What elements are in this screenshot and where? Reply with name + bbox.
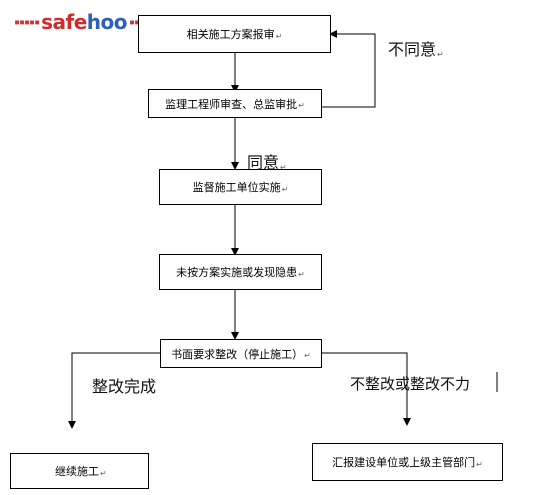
box-rectify-text: 书面要求整改（停止施工） [171, 347, 304, 361]
box-rectify: 书面要求整改（停止施工）↵ [160, 339, 322, 368]
box-submit-plan: 相关施工方案报审↵ [138, 15, 331, 53]
box-issue-found: 未按方案实施或发现隐患↵ [159, 254, 322, 290]
box-implement: 监督施工单位实施↵ [159, 169, 322, 205]
label-agree-text: 同意 [247, 153, 280, 172]
box-report: 汇报建设单位或上级主管部门↵ [312, 443, 503, 481]
arrow-disagree-loop [322, 33, 376, 108]
edit-mark: ↵ [476, 459, 483, 469]
box-continue-text: 继续施工 [55, 465, 99, 478]
logo-dots-right: ▪▪▪ [129, 16, 145, 28]
arrow-rectify-to-continue [68, 352, 160, 429]
logo-brand: safehoo [41, 10, 127, 34]
label-rectified: 整改完成 [92, 373, 156, 397]
box-implement-text: 监督施工单位实施 [192, 181, 281, 194]
edit-mark: ↵ [100, 468, 107, 478]
box-issue-found-text: 未按方案实施或发现隐患 [176, 266, 298, 279]
label-not-rectified: 不整改或整改不力 [350, 373, 470, 394]
label-disagree: 不同意↵ [388, 36, 444, 60]
box-review: 监理工程师审查、总监审批↵ [148, 89, 322, 118]
label-not-rectified-text: 不整改或整改不力 [350, 375, 471, 393]
box-review-text: 监理工程师审查、总监审批 [165, 97, 298, 111]
arrow-rectify-to-report [322, 352, 411, 426]
box-submit-plan-text: 相关施工方案报审 [186, 28, 275, 41]
logo-dots-left: ▪▪▪▪▪ [14, 16, 40, 28]
site-logo: ▪▪▪▪▪ safehoo ▪▪▪ [14, 10, 145, 34]
box-continue: 继续施工↵ [10, 453, 149, 489]
edit-mark: ↵ [281, 184, 289, 194]
edit-mark: ↵ [298, 269, 305, 279]
edit-mark: ↵ [437, 50, 444, 59]
label-agree: 同意↵ [247, 149, 287, 173]
label-disagree-text: 不同意 [388, 40, 437, 59]
label-rectified-text: 整改完成 [92, 377, 157, 396]
edit-mark: ↵ [280, 163, 287, 172]
logo-brand-hoo: hoo [86, 10, 128, 34]
edit-mark: ↵ [298, 101, 305, 110]
logo-brand-safe: safe [41, 10, 87, 34]
edit-mark: ↵ [275, 31, 283, 41]
box-report-text: 汇报建设单位或上级主管部门 [332, 456, 476, 469]
edit-mark: ↵ [304, 351, 311, 360]
